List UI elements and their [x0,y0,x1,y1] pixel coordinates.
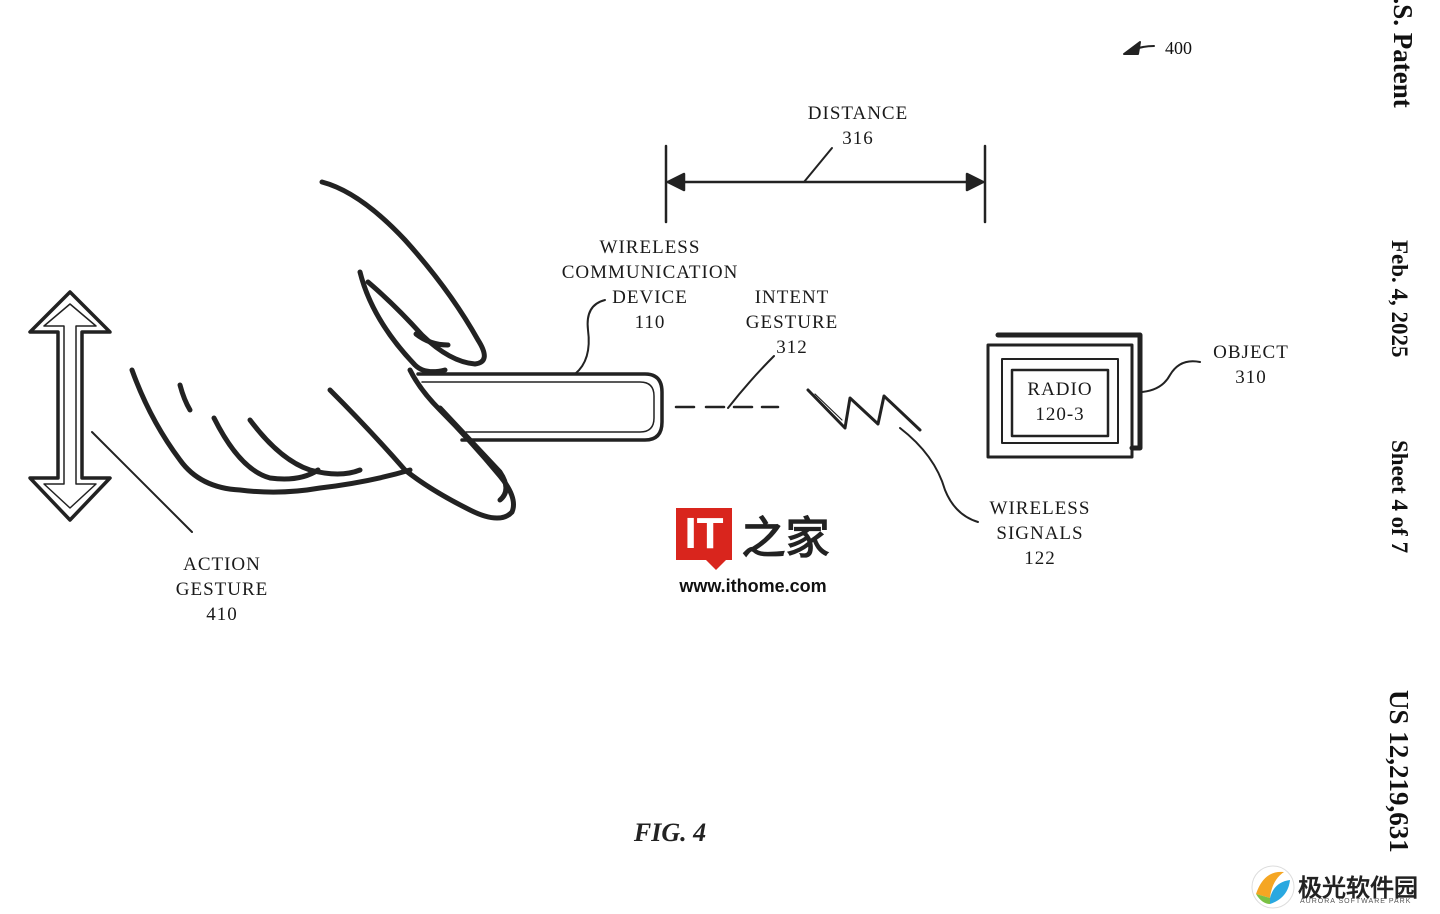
radio-label-text: RADIO [1027,379,1093,400]
distance-dimension [664,144,987,224]
ithome-logo-cn: 之家 [741,513,830,564]
ithome-logo-row: IT 之家 [668,502,838,570]
ithome-watermark: IT 之家 www.ithome.com [668,502,838,597]
patent-date: Feb. 4, 2025 [1387,240,1412,358]
aurora-logo-icon [1251,865,1295,909]
vertical-double-arrow-icon [28,290,112,522]
wireless-signals-ref: 122 [1024,548,1056,569]
aurora-name-en: AURORA SOFTWARE PARK [1300,898,1412,905]
distance-label: DISTANCE 316 [790,101,926,151]
object-box [986,332,1143,459]
radio-label: RADIO 120-3 [1012,377,1108,427]
wireless-device-label: WIRELESS COMMUNICATION DEVICE 110 [550,235,750,335]
object-label-ref: 310 [1235,367,1267,388]
aurora-watermark: 极光软件园 AURORA SOFTWARE PARK [1250,864,1435,910]
figure-ref-number: 400 [1165,38,1192,58]
patent-title: U.S. Patent [1388,0,1418,108]
hand-drawing [129,179,516,521]
intent-gesture-line1: INTENT [754,287,830,308]
wireless-signals-leader [899,427,979,523]
wireless-device-line1: WIRELESS [599,237,701,258]
wireless-signals-label: WIRELESS SIGNALS 122 [976,496,1104,571]
intent-gesture-line2: GESTURE [745,312,839,333]
distance-label-text: DISTANCE [807,103,909,124]
wireless-device-line2: COMMUNICATION [561,262,739,283]
device-leader [574,299,606,375]
object-label-text: OBJECT [1213,342,1289,363]
action-gesture-leader [91,431,193,533]
wireless-device-line3: DEVICE [612,287,688,308]
distance-label-ref: 316 [842,128,874,149]
wireless-signals-line1: WIRELESS [989,498,1091,519]
wireless-signals-line2: SIGNALS [996,523,1084,544]
action-gesture-line2: GESTURE [175,579,269,600]
radio-label-ref: 120-3 [1035,404,1085,425]
action-gesture-line1: ACTION [183,554,261,575]
object-leader [1141,360,1201,393]
intent-gesture-label: INTENT GESTURE 312 [730,285,854,360]
ref-400-arrow-icon [1123,41,1155,55]
action-gesture-ref: 410 [206,604,238,625]
aurora-name-cn: 极光软件园 [1298,874,1418,902]
distance-leader [803,147,833,183]
patent-sheet: Sheet 4 of 7 [1387,440,1412,554]
ithome-logo-box: IT [676,508,732,570]
intent-gesture-ref: 312 [776,337,808,358]
wireless-device-shape [416,372,664,442]
wireless-signal-icon [806,388,922,432]
intent-gesture-leader [727,355,775,409]
figure-caption: FIG. 4 [633,818,707,847]
action-gesture-label: ACTION GESTURE 410 [162,552,282,627]
patent-number: US 12,219,631 [1384,690,1414,853]
wireless-device-ref: 110 [634,312,666,333]
object-label: OBJECT 310 [1196,340,1306,390]
ithome-url: www.ithome.com [679,576,827,596]
